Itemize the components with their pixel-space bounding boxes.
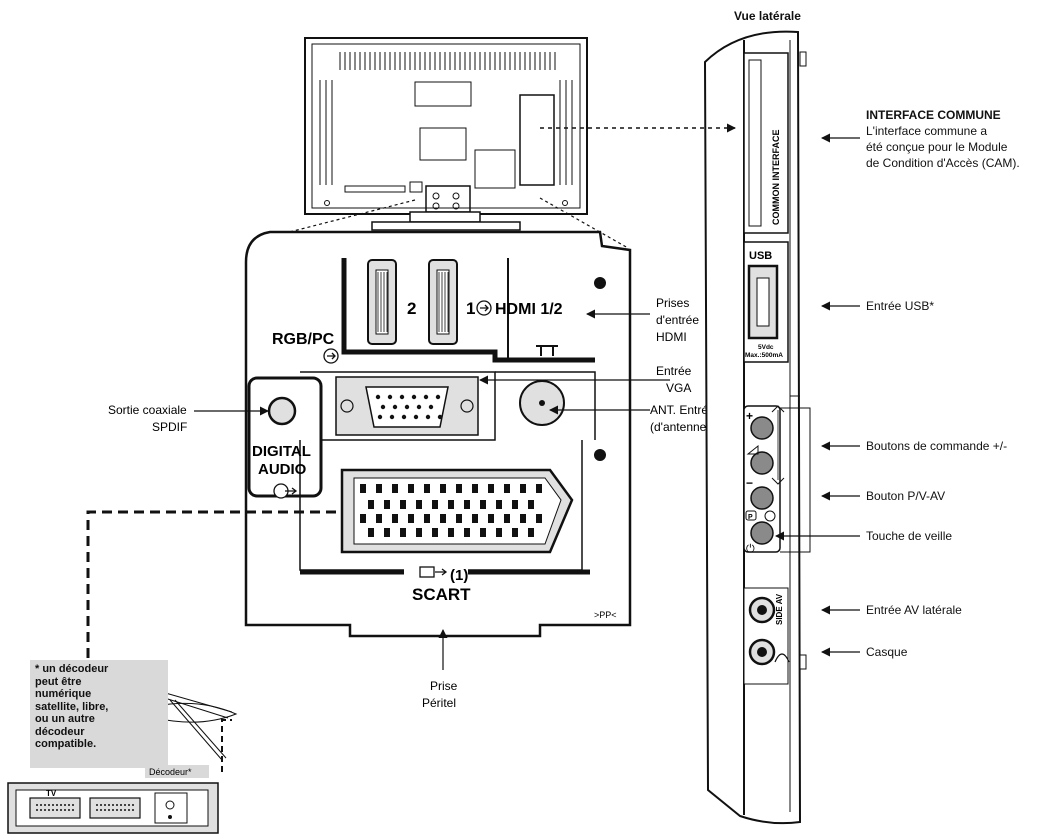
usb-callout: Entrée USB* — [866, 299, 935, 313]
ci-desc-line3: de Condition d'Accès (CAM). — [866, 156, 1020, 170]
side-av-label: SIDE AV — [775, 593, 784, 625]
usb-rating-1: 5Vdc — [758, 344, 774, 351]
usb-rating-2: Max.:500mA — [745, 352, 783, 359]
vga-callout-line1: Entrée — [656, 364, 692, 378]
connector-panel: 2 1 HDMI 1/2 RGB/PC DIGITAL AUDIO (1) SC… — [244, 230, 632, 638]
scart-io-icon — [419, 566, 435, 578]
side-av-callout: Entrée AV latérale — [866, 603, 962, 617]
hdmi-2-label: 2 — [407, 299, 416, 318]
pv-av-callout: Bouton P/V-AV — [866, 489, 946, 503]
decoder-note-line4: satellite, libre, — [35, 700, 109, 713]
standby-button — [750, 521, 774, 545]
digital-label: DIGITAL — [252, 443, 311, 460]
standby-callout: Touche de veille — [866, 529, 953, 543]
rear-callout-leaders — [194, 309, 670, 670]
av-input-icon — [764, 510, 776, 522]
side-view-title: Vue latérale — [734, 9, 801, 23]
hdmi-label: HDMI 1/2 — [495, 301, 563, 318]
ci-slot-label: COMMON INTERFACE — [771, 130, 781, 226]
decoder-note-line1: * un décodeur — [35, 663, 109, 675]
usb-label: USB — [749, 250, 772, 262]
power-symbol-icon: ⏻ — [746, 542, 755, 555]
tv-rear-illustration — [304, 37, 588, 231]
panel-mark: >PP< — [594, 610, 617, 620]
decoder-note-line3: numérique — [35, 688, 92, 700]
volume-down-button — [750, 451, 774, 475]
scart-number-label: (1) — [450, 567, 468, 584]
decoder-box: Décodeur* TV — [7, 765, 219, 834]
decoder-tv-label: TV — [46, 789, 57, 798]
volume-up-button — [750, 416, 774, 440]
decoder-note-line2: peut être — [35, 675, 82, 688]
spdif-callout-line2: SPDIF — [152, 420, 187, 434]
audio-label: AUDIO — [258, 461, 307, 478]
decoder-cable-2 — [221, 719, 232, 772]
scart-callout-line2: Péritel — [422, 696, 456, 710]
vga-callout-line2: VGA — [666, 381, 691, 395]
control-buttons-callout: Boutons de commande +/- — [866, 439, 1008, 453]
vent-grille — [319, 52, 573, 185]
ci-desc-line2: été conçue pour le Module — [866, 140, 1008, 154]
decoder-cable — [86, 510, 336, 658]
decoder-tag: Décodeur* — [149, 767, 192, 777]
hdmi-port-1 — [428, 259, 458, 345]
rgb-pc-label: RGB/PC — [272, 331, 335, 348]
zoom-lines — [257, 197, 629, 249]
decoder-note-line5: ou un autre — [35, 713, 95, 725]
spdif-port — [267, 396, 297, 426]
ci-title: INTERFACE COMMUNE — [866, 108, 1001, 122]
minus-mark: − — [746, 476, 753, 490]
hdmi-input-icon — [476, 300, 492, 316]
scart-callout-line1: Prise — [430, 679, 458, 693]
p-mark: P — [748, 514, 753, 521]
pv-av-button — [750, 486, 774, 510]
rgb-input-icon — [323, 348, 339, 364]
hdmi-callout-line1: Prises — [656, 296, 689, 310]
plus-mark: + — [746, 409, 753, 423]
buttons-bracket — [780, 407, 811, 553]
decoder-note-line7: compatible. — [35, 738, 97, 750]
volume-ramp-icon — [746, 444, 759, 455]
scart-label: SCART — [412, 585, 471, 604]
antenna-symbol — [536, 345, 558, 356]
ant-callout-line2: (d'antenne) — [650, 420, 710, 434]
headphone-icon — [774, 653, 790, 663]
ci-desc-line1: L'interface commune a — [866, 124, 988, 138]
side-view-illustration: COMMON INTERFACE USB 5Vdc Max.:500mA + −… — [703, 30, 807, 825]
hdmi-1-label: 1 — [466, 299, 475, 318]
hdmi-callout-line3: HDMI — [656, 330, 687, 344]
headphone-callout: Casque — [866, 645, 908, 659]
spdif-callout-line1: Sortie coaxiale — [108, 403, 187, 417]
decoder-note-line6: décodeur — [35, 725, 85, 738]
hdmi-port-2 — [367, 259, 397, 345]
decoder-note: * un décodeur peut être numérique satell… — [30, 660, 168, 768]
ant-callout-line1: ANT. Entrée — [650, 403, 715, 417]
hdmi-callout-line2: d'entrée — [656, 313, 699, 327]
side-callout-leaders — [775, 133, 860, 657]
